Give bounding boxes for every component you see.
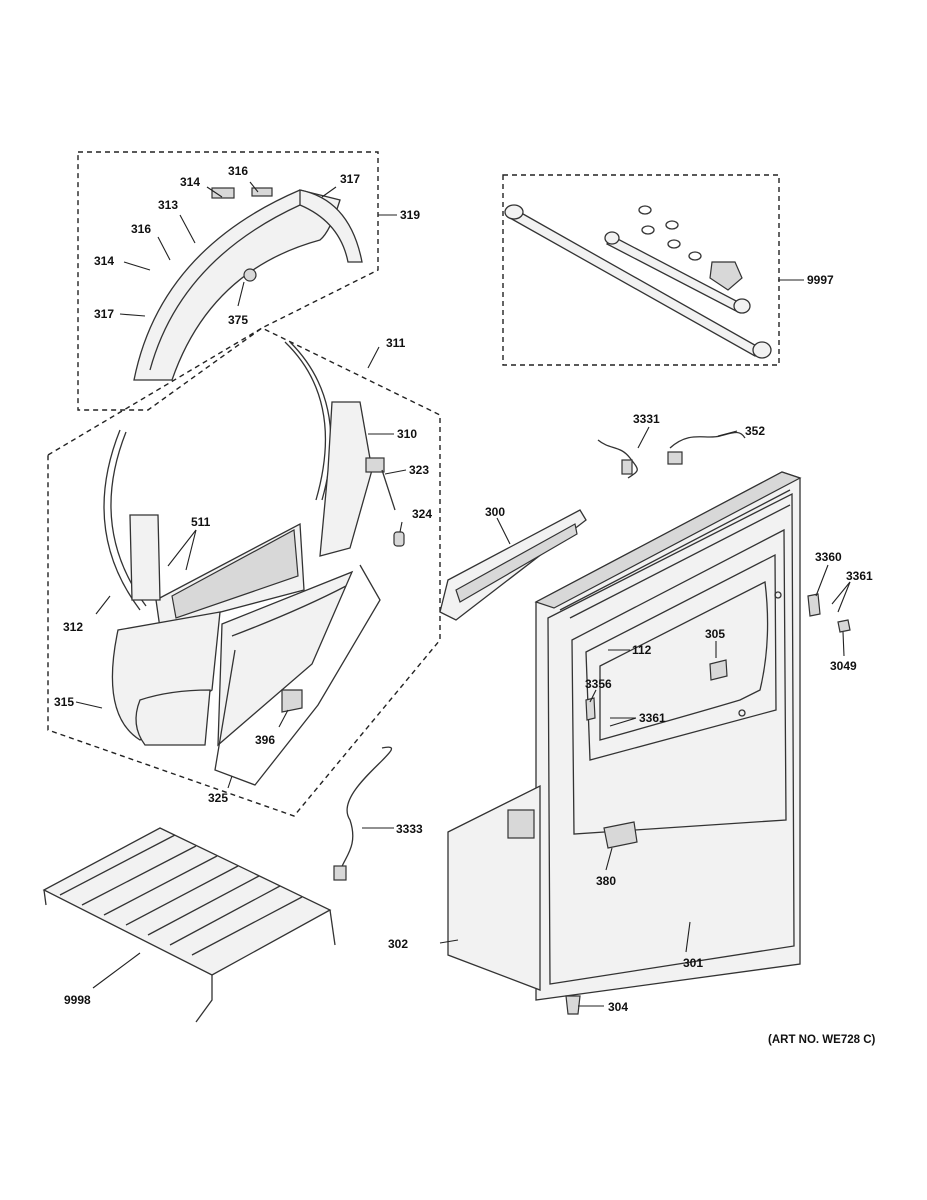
foot-304-part [565, 995, 581, 1015]
control-bracket-part [439, 509, 587, 621]
label-317-left: 317 [94, 307, 114, 321]
label-9997: 9997 [807, 273, 834, 287]
label-317-top: 317 [340, 172, 360, 186]
label-311: 311 [386, 336, 406, 350]
part-labels: 314 316 317 313 319 316 314 317 375 311 … [54, 164, 873, 1014]
switch-380-part [603, 821, 638, 849]
label-3361-right: 3361 [846, 569, 873, 583]
label-324: 324 [412, 507, 432, 521]
hinge-3360-part [807, 593, 821, 617]
label-315: 315 [54, 695, 74, 709]
label-316-top: 316 [228, 164, 248, 178]
label-112: 112 [632, 643, 652, 657]
wire-3333-part [339, 746, 392, 876]
label-352: 352 [745, 424, 765, 438]
label-301: 301 [683, 956, 703, 970]
art-number-caption: (ART NO. WE728 C) [768, 1034, 876, 1046]
leader-lines [75, 181, 851, 1007]
sensor-323-part [365, 457, 396, 511]
label-310: 310 [397, 427, 417, 441]
label-323: 323 [409, 463, 429, 477]
group-box-319 [77, 151, 379, 411]
front-panel-part [534, 471, 802, 1001]
label-380: 380 [596, 874, 616, 888]
drying-rack-part [42, 827, 336, 1023]
harness-352-part [669, 431, 746, 449]
label-300: 300 [485, 505, 505, 519]
label-314-top: 314 [180, 175, 200, 189]
duct-assembly-part [103, 341, 373, 747]
bracket-305-part [709, 659, 728, 681]
latch-3049-part [837, 619, 851, 633]
label-313: 313 [158, 198, 178, 212]
hose-set-part [504, 204, 772, 359]
label-3331: 3331 [633, 412, 660, 426]
harness-3331-connector [621, 459, 633, 475]
bearing-assembly-part [133, 187, 363, 381]
label-3049: 3049 [830, 659, 857, 673]
cap-324-part [393, 531, 405, 547]
duct-seal-325-part [214, 564, 381, 786]
harness-3331-part [597, 439, 638, 479]
label-312: 312 [63, 620, 83, 634]
label-511: 511 [191, 515, 211, 529]
group-box-311 [47, 327, 441, 817]
label-304: 304 [608, 1000, 628, 1014]
label-314-left: 314 [94, 254, 114, 268]
label-325: 325 [208, 791, 228, 805]
label-375: 375 [228, 313, 248, 327]
label-396: 396 [255, 733, 275, 747]
label-3360: 3360 [815, 550, 842, 564]
harness-352-connector [667, 451, 683, 465]
label-302: 302 [388, 937, 408, 951]
label-305: 305 [705, 627, 725, 641]
back-panel-window [507, 809, 535, 839]
label-3333: 3333 [396, 822, 423, 836]
bracket-396-part [281, 689, 303, 713]
label-3361-center: 3361 [639, 711, 666, 725]
label-319: 319 [400, 208, 420, 222]
wire-3333-connector [333, 865, 347, 881]
label-3356: 3356 [585, 677, 612, 691]
label-9998: 9998 [64, 993, 91, 1007]
group-box-9997 [502, 174, 780, 366]
label-316-left: 316 [131, 222, 151, 236]
